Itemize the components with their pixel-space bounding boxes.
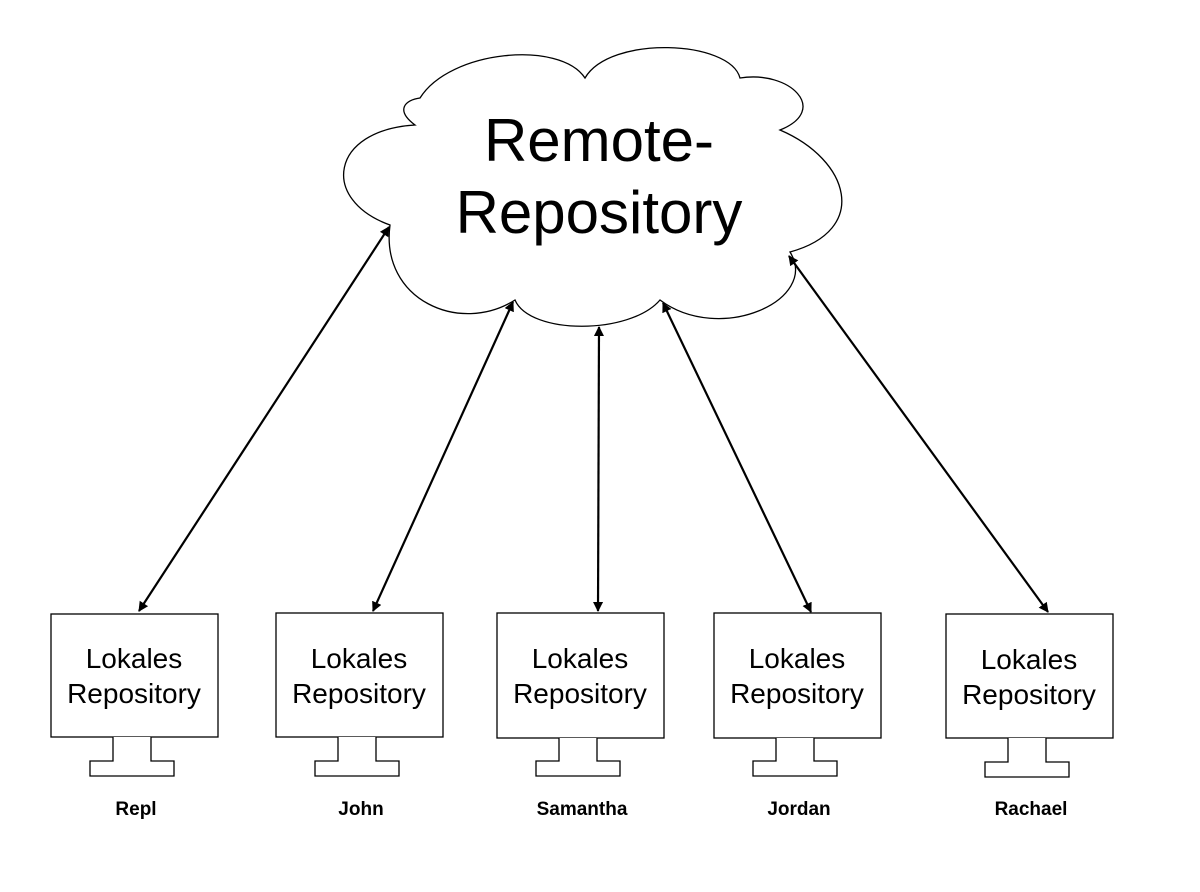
remote-repository-cloud: Remote- Repository xyxy=(342,46,843,327)
client-label-line1: Lokales xyxy=(86,643,183,674)
arrow-jordan xyxy=(662,302,812,613)
client-label-line1: Lokales xyxy=(311,643,408,674)
monitor-stand-icon xyxy=(752,738,838,777)
monitor-icon xyxy=(713,612,882,739)
user-name: Rachael xyxy=(995,799,1068,820)
monitor-stand-icon xyxy=(314,737,400,777)
client-samantha: Lokales Repository Samantha xyxy=(496,612,665,820)
monitor-stand-icon xyxy=(89,737,175,777)
user-name: John xyxy=(338,799,383,820)
monitor-stand-icon xyxy=(984,738,1070,778)
client-john: Lokales Repository John xyxy=(275,612,444,820)
monitor-icon xyxy=(945,613,1114,739)
client-repl: Lokales Repository Repl xyxy=(50,613,219,820)
client-jordan: Lokales Repository Jordan xyxy=(713,612,882,820)
client-label-line2: Repository xyxy=(513,678,647,709)
client-label-line2: Repository xyxy=(730,678,864,709)
monitor-icon xyxy=(275,612,444,738)
arrow-samantha xyxy=(593,326,604,612)
monitor-stand-icon xyxy=(535,738,621,777)
remote-title-line1: Remote- xyxy=(484,107,714,174)
user-name: Samantha xyxy=(537,799,628,820)
client-label-line1: Lokales xyxy=(749,643,846,674)
client-rachael: Lokales Repository Rachael xyxy=(945,613,1114,820)
client-label-line2: Repository xyxy=(292,678,426,709)
arrow-john xyxy=(371,301,515,612)
user-name: Repl xyxy=(115,799,156,820)
monitor-icon xyxy=(496,612,665,739)
client-label-line1: Lokales xyxy=(981,644,1078,675)
connection-arrows xyxy=(138,226,1049,613)
arrow-rachael xyxy=(788,255,1049,613)
client-label-line2: Repository xyxy=(962,679,1096,710)
arrow-repl xyxy=(138,226,390,612)
client-label-line1: Lokales xyxy=(532,643,629,674)
user-name: Jordan xyxy=(767,799,830,820)
cloud-shape-icon xyxy=(342,46,843,327)
client-label-line2: Repository xyxy=(67,678,201,709)
monitor-icon xyxy=(50,613,219,738)
remote-title-line2: Repository xyxy=(456,179,743,246)
